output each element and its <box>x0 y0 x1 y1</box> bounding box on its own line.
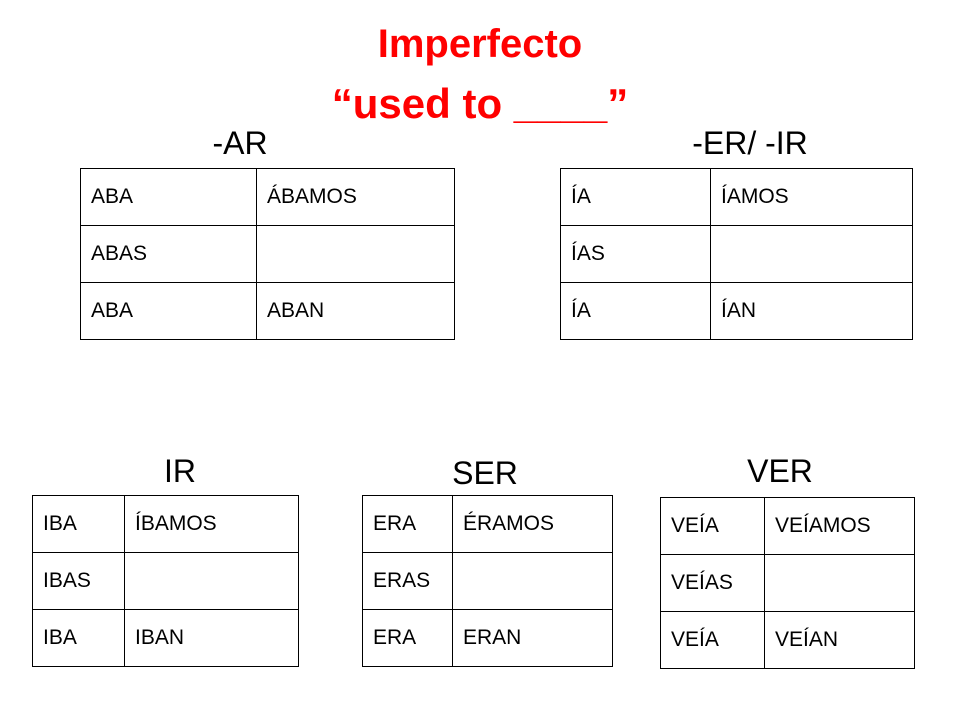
table-row: ABA ÁBAMOS <box>80 168 455 226</box>
table-cell: VEÍA <box>660 611 765 669</box>
table-cell: ÍA <box>560 168 711 226</box>
table-row: ERAS <box>362 552 613 610</box>
table-cell <box>764 554 915 612</box>
table-cell: ÍAS <box>560 225 711 283</box>
table-row: IBA IBAN <box>32 609 299 667</box>
conjugation-table-ar: ABA ÁBAMOS ABAS ABA ABAN <box>80 168 455 340</box>
table-row: ÍA ÍAMOS <box>560 168 913 226</box>
table-cell: ABA <box>80 282 257 340</box>
table-cell <box>124 552 299 610</box>
table-row: IBA ÍBAMOS <box>32 495 299 553</box>
heading-ser: SER <box>452 455 518 491</box>
table-cell: ABAS <box>80 225 257 283</box>
table-cell: IBAN <box>124 609 299 667</box>
table-cell: ÍA <box>560 282 711 340</box>
table-cell: ÍAMOS <box>710 168 913 226</box>
table-cell: ERAN <box>452 609 613 667</box>
table-cell: ÁBAMOS <box>256 168 455 226</box>
table-cell <box>256 225 455 283</box>
table-cell: ABAN <box>256 282 455 340</box>
table-cell: ABA <box>80 168 257 226</box>
table-cell: VEÍAS <box>660 554 765 612</box>
table-cell: IBA <box>32 495 125 553</box>
table-cell: ERA <box>362 495 453 553</box>
conjugation-table-ir: IBA ÍBAMOS IBAS IBA IBAN <box>32 495 299 667</box>
table-cell: VEÍAN <box>764 611 915 669</box>
conjugation-table-ser: ERA ÉRAMOS ERAS ERA ERAN <box>362 495 613 667</box>
table-cell: ÍAN <box>710 282 913 340</box>
table-cell: IBAS <box>32 552 125 610</box>
table-cell: ÍBAMOS <box>124 495 299 553</box>
table-row: VEÍA VEÍAMOS <box>660 497 915 555</box>
table-row: ERA ÉRAMOS <box>362 495 613 553</box>
heading-er-ir: -ER/ -IR <box>692 125 808 161</box>
table-cell <box>710 225 913 283</box>
conjugation-table-er-ir: ÍA ÍAMOS ÍAS ÍA ÍAN <box>560 168 913 340</box>
table-cell: ÉRAMOS <box>452 495 613 553</box>
table-row: VEÍAS <box>660 554 915 612</box>
heading-ir: IR <box>164 453 196 489</box>
conjugation-table-ver: VEÍA VEÍAMOS VEÍAS VEÍA VEÍAN <box>660 497 915 669</box>
table-row: ABA ABAN <box>80 282 455 340</box>
table-cell: VEÍAMOS <box>764 497 915 555</box>
table-row: ABAS <box>80 225 455 283</box>
table-row: VEÍA VEÍAN <box>660 611 915 669</box>
page-title: Imperfecto <box>377 22 583 66</box>
table-row: IBAS <box>32 552 299 610</box>
page-subtitle: “used to ____” <box>331 80 629 127</box>
table-cell: IBA <box>32 609 125 667</box>
table-cell <box>452 552 613 610</box>
table-row: ÍA ÍAN <box>560 282 913 340</box>
heading-ar: -AR <box>212 125 268 161</box>
heading-ver: VER <box>747 453 813 489</box>
table-row: ERA ERAN <box>362 609 613 667</box>
table-row: ÍAS <box>560 225 913 283</box>
table-cell: ERAS <box>362 552 453 610</box>
table-cell: ERA <box>362 609 453 667</box>
table-cell: VEÍA <box>660 497 765 555</box>
